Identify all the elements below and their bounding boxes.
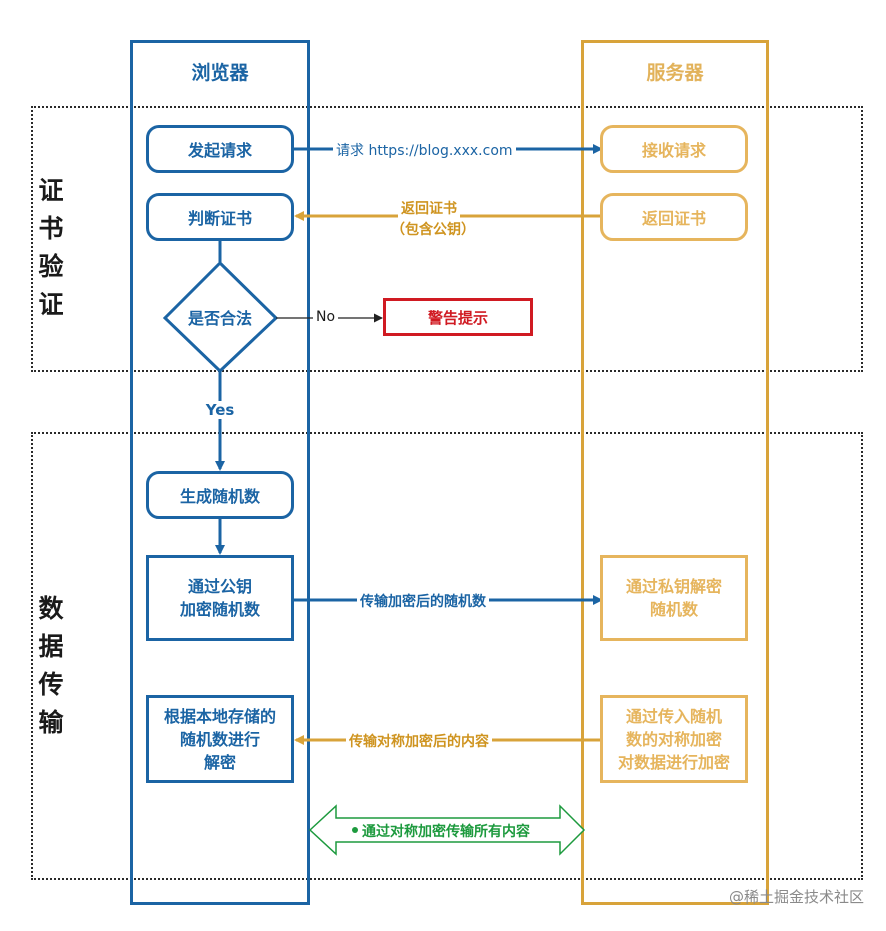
encrypt-with-random-node: 通过传入随机 数的对称加密 对数据进行加密 (600, 695, 748, 783)
send-request-node: 发起请求 (146, 125, 294, 173)
data-transfer-region (31, 432, 863, 880)
return-cert-label-1: 返回证书 (398, 198, 460, 218)
no-label: No (313, 309, 339, 325)
decrypt-random-node: 通过私钥解密 随机数 (600, 555, 748, 641)
gen-random-node: 生成随机数 (146, 471, 294, 519)
server-lane-title: 服务器 (646, 62, 704, 84)
green-bullet (352, 827, 358, 833)
browser-lane-title: 浏览器 (191, 62, 249, 84)
browser-lane (130, 40, 310, 905)
receive-request-node: 接收请求 (600, 125, 748, 173)
server-lane (581, 40, 769, 905)
decrypt-with-random-node: 根据本地存储的 随机数进行 解密 (146, 695, 294, 783)
data-section-label: 数据传输 (38, 594, 64, 737)
yes-label: Yes (196, 401, 244, 419)
all-sym-double-arrow (308, 804, 586, 856)
check-cert-node: 判断证书 (146, 193, 294, 241)
return-cert-node: 返回证书 (600, 193, 748, 241)
cert-verification-region (31, 106, 863, 372)
encrypt-random-node: 通过公钥 加密随机数 (146, 555, 294, 641)
is-valid-label: 是否合法 (187, 309, 252, 328)
watermark: @稀土掘金技术社区 (728, 888, 864, 906)
cert-section-label: 证书验证 (38, 176, 64, 319)
send-sym-label: 传输对称加密后的内容 (346, 731, 492, 751)
return-cert-label-2: （包含公钥） (388, 219, 478, 239)
warning-node: 警告提示 (383, 298, 533, 336)
request-label: 请求 https://blog.xxx.com (333, 140, 516, 160)
send-encrypted-random-label: 传输加密后的随机数 (357, 591, 489, 611)
all-sym-label: 通过对称加密传输所有内容 (362, 824, 530, 840)
